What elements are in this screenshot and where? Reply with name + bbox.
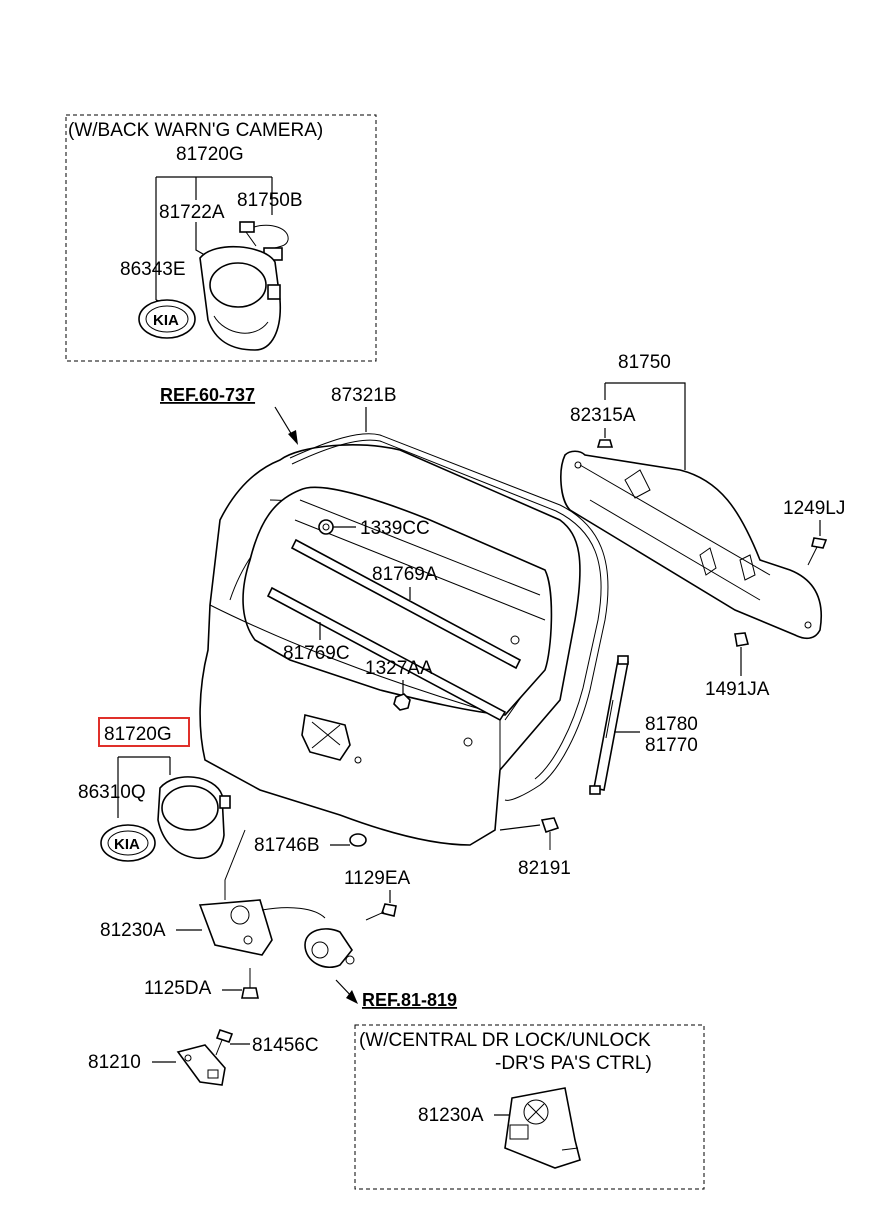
label-81780[interactable]: 81780 (645, 714, 698, 735)
emblem-text-86310Q: KIA (114, 836, 140, 853)
label-1339CC[interactable]: 1339CC (360, 518, 430, 539)
tailgate-panel (199, 444, 581, 846)
label-81746B[interactable]: 81746B (254, 835, 320, 856)
leader-81720G-highlighted (117, 756, 171, 818)
central-lock-title-line1: (W/CENTRAL DR LOCK/UNLOCK (359, 1030, 651, 1051)
latch-81230A-central (504, 1087, 581, 1169)
label-81769A[interactable]: 81769A (372, 564, 438, 585)
bolt-1125DA (241, 968, 259, 999)
label-1491JA[interactable]: 1491JA (705, 679, 770, 700)
label-81750[interactable]: 81750 (618, 352, 671, 373)
bolt-1129EA (365, 903, 397, 921)
ref-60-737-arrowhead (288, 430, 298, 445)
label-81230A-central[interactable]: 81230A (418, 1105, 484, 1126)
central-lock-option-box (354, 1024, 705, 1190)
label-1249LJ[interactable]: 1249LJ (783, 498, 845, 519)
camera-garnish (199, 245, 282, 351)
nut-1327AA (393, 693, 411, 711)
bumper-1339CC (318, 519, 334, 535)
label-87321B[interactable]: 87321B (331, 385, 397, 406)
rod-81769C (266, 586, 507, 722)
kia-emblem-86310Q: KIA (100, 824, 156, 862)
clip-1491JA (734, 632, 750, 647)
emblem-text-camera: KIA (153, 312, 179, 329)
label-86310Q[interactable]: 86310Q (78, 782, 146, 803)
leader-81750 (604, 382, 686, 470)
camera-option-box (65, 114, 377, 362)
clip-82315A (596, 439, 614, 448)
weatherstrip (289, 433, 609, 801)
striker-81210 (176, 1044, 226, 1086)
screw-81456C (215, 1028, 234, 1056)
ref-81-819-arrowhead (346, 990, 358, 1004)
label-81722A[interactable]: 81722A (159, 202, 225, 223)
label-81769C[interactable]: 81769C (283, 643, 350, 664)
label-81720G-camera[interactable]: 81720G (176, 144, 244, 165)
label-81456C[interactable]: 81456C (252, 1035, 319, 1056)
leader-81720G-camera (155, 176, 273, 300)
label-82191[interactable]: 82191 (518, 858, 571, 879)
label-82315A[interactable]: 82315A (570, 405, 636, 426)
label-81770[interactable]: 81770 (645, 735, 698, 756)
gas-lifter (589, 655, 629, 795)
label-81720G-highlighted[interactable]: 81720G (104, 724, 172, 745)
latch-81230A (198, 829, 326, 956)
central-lock-title-line2: -DR'S PA'S CTRL) (495, 1053, 652, 1074)
ref-60-737[interactable]: REF.60-737 (160, 385, 255, 405)
leader-82191-a (499, 824, 541, 831)
label-1125DA[interactable]: 1125DA (144, 978, 212, 999)
highlight-box (98, 717, 190, 747)
label-81230A[interactable]: 81230A (100, 920, 166, 941)
label-1129EA[interactable]: 1129EA (344, 868, 411, 889)
label-1327AA[interactable]: 1327AA (365, 658, 433, 679)
screw-1249LJ (807, 537, 828, 566)
bolt-82191 (540, 817, 560, 850)
garnish-86310Q (157, 776, 231, 860)
rod-81769A (290, 538, 522, 670)
label-81210[interactable]: 81210 (88, 1052, 141, 1073)
label-86343E[interactable]: 86343E (120, 259, 186, 280)
bumper-81746B (349, 833, 367, 847)
weatherstrip-inner (291, 439, 602, 780)
trim-panel-81750 (560, 450, 822, 640)
kia-emblem-camera: KIA (138, 299, 196, 339)
ref-81-819[interactable]: REF.81-819 (362, 990, 457, 1010)
actuator (304, 928, 355, 969)
label-81750B[interactable]: 81750B (237, 190, 303, 211)
camera-option-title: (W/BACK WARN'G CAMERA) (68, 120, 323, 141)
